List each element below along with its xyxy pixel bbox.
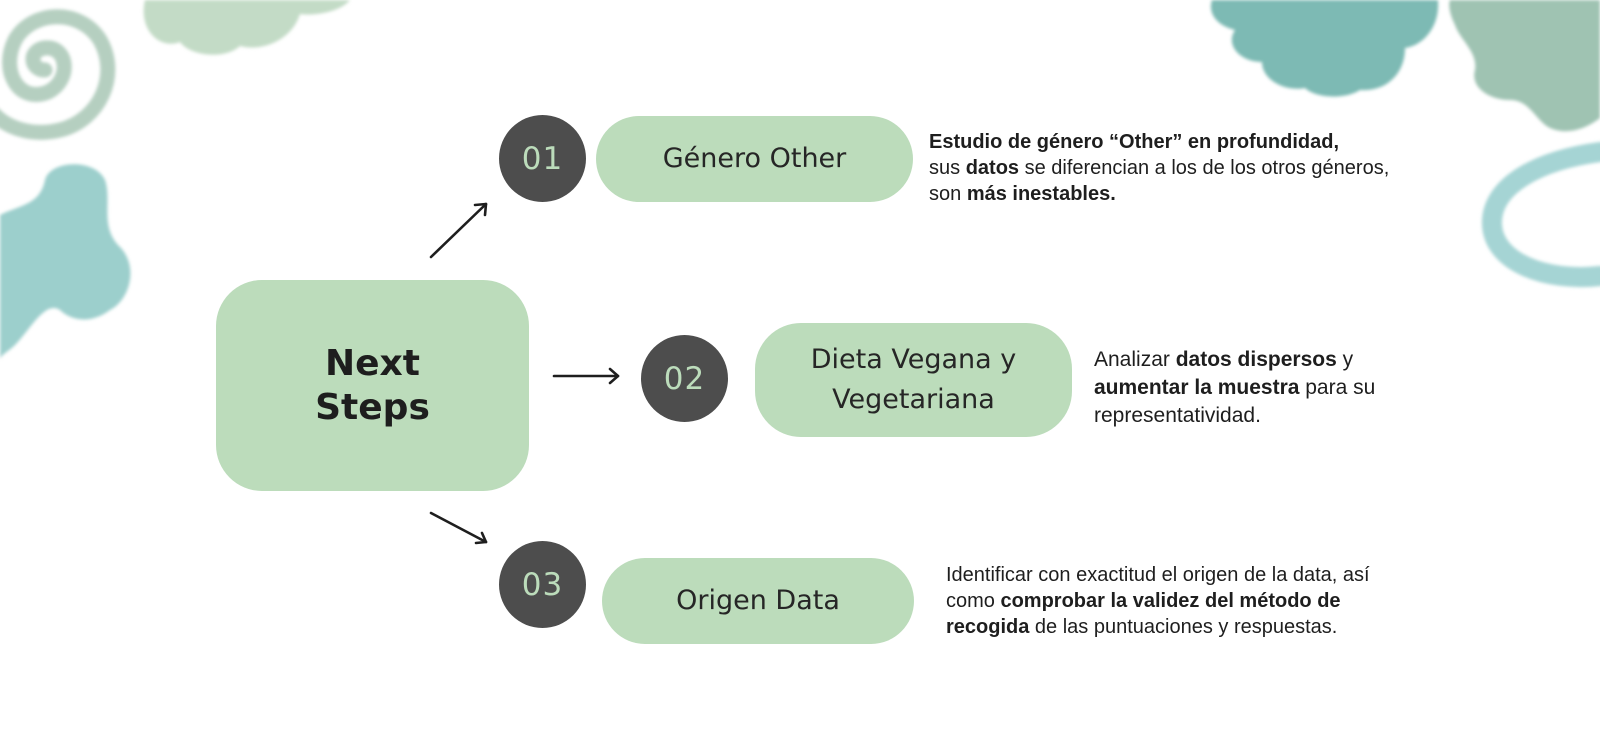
desc-bold: Estudio de género “Other” en profundidad… <box>929 131 1340 153</box>
desc-text: para su representatividad. <box>1094 376 1376 427</box>
step-title-genero-other: Género Other <box>596 116 913 202</box>
step-description-03: Identificar con exactitud el origen de l… <box>946 562 1416 640</box>
desc-bold: datos <box>965 157 1020 179</box>
desc-text: Analizar <box>1094 348 1176 371</box>
desc-bold: comprobar la validez del método de recog… <box>946 590 1341 638</box>
hub-title: Next Steps <box>315 342 430 428</box>
step-number-03: 03 <box>499 541 586 628</box>
step-title-text: Género Other <box>662 143 847 174</box>
arrow-to-step-01 <box>429 202 488 259</box>
desc-line: Estudio de género “Other” en profundidad… <box>929 129 1489 155</box>
desc-text: se diferencian a los de los otros género… <box>1019 157 1390 179</box>
step-number-02: 02 <box>641 335 728 422</box>
desc-line: sus datos se diferencian a los de los ot… <box>929 155 1489 181</box>
step-title-text: Origen Data <box>676 585 840 616</box>
next-steps-box: Next Steps <box>216 280 529 491</box>
desc-bold: más inestables. <box>966 183 1116 205</box>
step-title-origen-data: Origen Data <box>602 558 914 644</box>
desc-text: Identificar con exactitud el origen de l… <box>946 564 1370 612</box>
arrow-to-step-02 <box>552 367 620 385</box>
step-title-text: Dieta Vegana y Vegetariana <box>810 344 1017 415</box>
step-title-dieta-vegana: Dieta Vegana y Vegetariana <box>755 323 1072 437</box>
desc-text: y <box>1336 348 1354 371</box>
desc-text: sus <box>929 157 966 179</box>
desc-text: son <box>929 183 967 205</box>
step-description-02: Analizar datos dispersos y aumentar la m… <box>1094 346 1414 430</box>
arrow-to-step-03 <box>429 511 488 545</box>
step-number-01: 01 <box>499 115 586 202</box>
desc-line: son más inestables. <box>929 181 1489 207</box>
desc-bold: datos dispersos <box>1175 348 1337 371</box>
desc-bold: aumentar la muestra <box>1094 376 1300 399</box>
desc-text: de las puntuaciones y respuestas. <box>1029 616 1338 638</box>
step-description-01: Estudio de género “Other” en profundidad… <box>929 129 1489 207</box>
